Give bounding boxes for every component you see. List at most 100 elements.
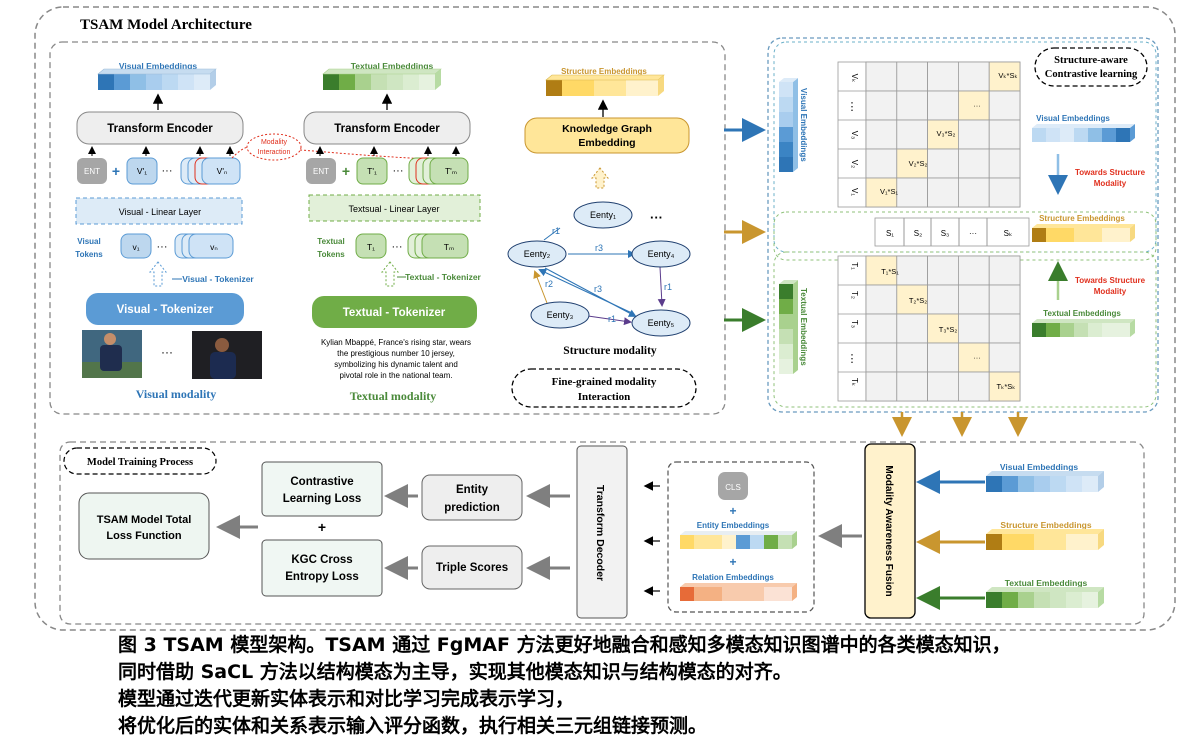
matrix-cell — [927, 371, 959, 402]
triple-scores-label: Triple Scores — [436, 562, 508, 574]
svg-text:Sₖ: Sₖ — [1004, 229, 1013, 238]
matrix-cell — [958, 371, 990, 402]
outer-frame — [34, 6, 1176, 631]
svg-text:···: ··· — [973, 101, 981, 110]
matrix-cell — [865, 371, 898, 402]
svg-text:T₃: T₃ — [850, 320, 859, 328]
matrix-cell — [988, 284, 1021, 315]
visual-transform-encoder — [76, 111, 244, 145]
structure-modality-label: Structure modality — [563, 345, 657, 357]
matrix-cell — [896, 90, 928, 121]
visual-towards-label-2: Modality — [1094, 179, 1127, 188]
textual-tokens-label-1: Textual — [317, 237, 344, 246]
textual-modality-label: Textual modality — [350, 389, 437, 403]
matrix-cell — [896, 313, 928, 344]
svg-text:S₃: S₃ — [941, 229, 950, 238]
textual-encoder-arrows — [316, 146, 460, 156]
modality-interaction-bubble — [246, 133, 302, 161]
visual-encoder-label: Transform Encoder — [107, 123, 213, 135]
matrix-cell — [896, 119, 928, 150]
contrastive-down-arrows — [892, 412, 1028, 437]
textual-linear-layer — [308, 194, 481, 222]
entity-prediction-box — [421, 474, 523, 521]
contrast-visual-embedding-bar — [1032, 124, 1135, 142]
matrix-cell — [927, 177, 959, 208]
loss-plus: + — [318, 519, 326, 535]
matrix-cell — [865, 90, 898, 121]
textual-towards-label-2: Modality — [1094, 287, 1127, 296]
knowledge-graph-embedding — [524, 117, 690, 154]
top-matrix-diagonal-labels: Vₖ*Sₖ ··· V₃*S₂ V₂*S₂ V₁*S₁ — [880, 71, 1018, 196]
textual-embeddings-label: Textual Embeddings — [351, 61, 434, 71]
textual-transform-encoder — [303, 111, 471, 145]
modality-interaction-line2: Interaction — [258, 149, 291, 156]
visual-ent-label: ENT — [84, 167, 100, 176]
contrastive-loss-label-1: Contrastive — [290, 476, 353, 488]
svg-text:V₃: V₃ — [850, 131, 859, 140]
matrix-cell — [988, 119, 1021, 150]
svg-text:V₁: V₁ — [850, 188, 859, 196]
svg-text:V₂: V₂ — [850, 160, 859, 168]
contrast-textual-embeddings-label: Textual Embeddings — [1043, 309, 1121, 318]
fusion-visual-bar — [986, 471, 1104, 492]
textual-token-stack — [408, 157, 469, 185]
textual-embeddings-vertical-label: Textual Embeddings — [799, 288, 808, 366]
contrastive-title-2: Contrastive learning — [1045, 69, 1138, 80]
matrix-cell — [896, 255, 928, 286]
matrix-cell — [988, 342, 1021, 373]
textual-linear-label: Textsual - Linear Layer — [348, 204, 439, 214]
svg-text:Kylian Mbappé, France's rising: Kylian Mbappé, France's rising star, wea… — [321, 338, 471, 347]
visual-token-v1 — [126, 157, 158, 185]
structure-embedding-bar — [545, 74, 665, 96]
matrix-cell — [896, 371, 928, 402]
matrix-cell — [958, 61, 990, 92]
textual-example-text: Kylian Mbappé, France's rising star, wea… — [321, 338, 471, 380]
visual-v1-label: V'₁ — [137, 166, 147, 176]
visual-vn-label: V'ₙ — [217, 166, 228, 176]
relation-embeddings-label: Relation Embeddings — [692, 573, 774, 582]
textual-tokens-label-2: Tokens — [317, 250, 345, 259]
matrix-cell — [865, 148, 898, 179]
modality-awareness-fusion-box — [864, 443, 916, 619]
contrastive-title-box — [1034, 47, 1148, 87]
svg-text:⋮: ⋮ — [847, 101, 858, 113]
contrastive-title-1: Structure-aware — [1054, 55, 1128, 66]
textual-embedding-bar — [322, 68, 442, 90]
visual-tn-label: vₙ — [210, 242, 218, 252]
visual-tokens-label-1: Visual — [77, 237, 100, 246]
svg-text:S₁: S₁ — [886, 229, 894, 238]
svg-text:symbolizing his dynamic talent: symbolizing his dynamic talent and — [334, 360, 458, 369]
modality-panel — [49, 41, 726, 415]
entity-3: Eenty₃ — [547, 310, 574, 320]
matrix-cell — [896, 61, 928, 92]
visual-embeddings-vertical-label: Visual Embeddings — [799, 88, 808, 162]
total-loss-label-1: TSAM Model Total — [97, 514, 192, 526]
matrix-diagonal-cell — [865, 255, 898, 286]
matrix-cell — [958, 313, 990, 344]
entity-5: Eenty₅ — [648, 318, 675, 328]
bottom-matrix-row-labels: T₁ T₂ T₃ ⋮ Tₖ — [847, 262, 860, 386]
textual-tokens-stack — [407, 233, 469, 259]
training-title: Model Training Process — [87, 457, 193, 468]
svg-text:S₂: S₂ — [914, 229, 922, 238]
svg-text:···: ··· — [969, 229, 977, 238]
svg-text:V₂*S₂: V₂*S₂ — [909, 159, 928, 168]
matrix-diagonal-cell — [865, 177, 898, 208]
structure-s-row — [874, 217, 1030, 247]
contrastive-bottom-region — [773, 251, 1157, 408]
bottom-matrix-cells — [865, 255, 1021, 402]
modality-interaction-line1: Modality — [261, 139, 288, 146]
textual-ent-label: ENT — [313, 167, 329, 176]
svg-text:V₁*S₁: V₁*S₁ — [880, 187, 898, 196]
svg-text:Vₖ*Sₖ: Vₖ*Sₖ — [998, 71, 1017, 80]
visual-photo-dots: ··· — [161, 345, 173, 359]
matrix-cell — [927, 61, 959, 92]
fine-grained-label-1: Fine-grained modality — [552, 376, 657, 388]
caption-line-3: 模型通过迭代更新实体表示和对比学习完成表示学习， — [118, 688, 575, 710]
fine-grained-interaction-box — [511, 368, 697, 408]
kgc-loss-label-2: Entropy Loss — [285, 571, 358, 583]
fusion-label: Modality Awareness Fusion — [883, 465, 894, 596]
matrix-diagonal-cell — [958, 90, 990, 121]
relation-embedding-bar — [680, 583, 797, 601]
